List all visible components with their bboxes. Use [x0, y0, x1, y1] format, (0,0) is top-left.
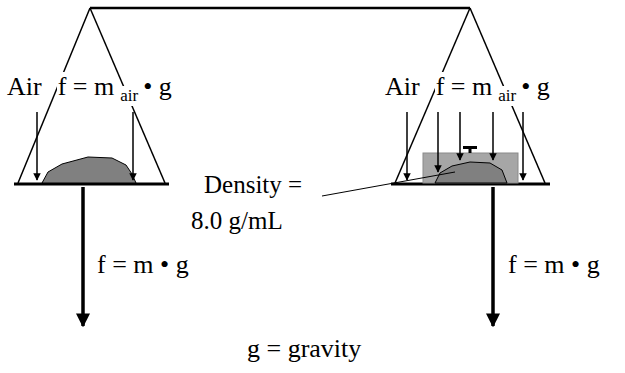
density-value: 8.0 g/mL — [190, 206, 288, 236]
formula-label: f = m • g — [507, 250, 601, 280]
air-arrow — [132, 112, 134, 180]
air-arrow — [406, 112, 408, 180]
air-force-label: Airf = mair• g — [384, 72, 555, 102]
reference-weight — [435, 162, 507, 183]
balance-beam — [90, 7, 470, 10]
medium-label: Air — [384, 72, 421, 102]
formula-label: f = m • g — [96, 250, 190, 280]
air-arrow — [437, 112, 439, 172]
density-label: Density = — [203, 170, 307, 200]
weight-arrows — [83, 187, 493, 326]
air-arrow — [492, 112, 494, 160]
formula-label: 8.0 g/mL — [190, 206, 284, 236]
weight-arrow — [491, 187, 495, 326]
medium-label: Air — [6, 72, 43, 102]
formula-label: • g — [142, 72, 173, 102]
balance-frame — [14, 8, 550, 184]
subscript: air — [497, 86, 517, 106]
sample-rock — [42, 157, 136, 183]
leader-line — [322, 172, 455, 196]
gravity-note: g = gravity — [246, 334, 366, 364]
container-cap — [463, 146, 477, 153]
air-force-label: Airf = mair• g — [6, 72, 177, 102]
formula-label: f = m — [57, 72, 116, 102]
weight-force-label: f = m • g — [507, 250, 605, 280]
subscript: air — [119, 86, 139, 106]
air-arrow — [522, 112, 524, 180]
formula-label: g = gravity — [246, 334, 362, 364]
formula-label: f = m — [435, 72, 494, 102]
formula-label: • g — [520, 72, 551, 102]
weight-arrow — [81, 187, 85, 326]
formula-label: Density = — [203, 170, 303, 200]
air-arrow — [459, 112, 461, 160]
air-arrow — [36, 112, 38, 180]
weight-force-label: f = m • g — [96, 250, 194, 280]
